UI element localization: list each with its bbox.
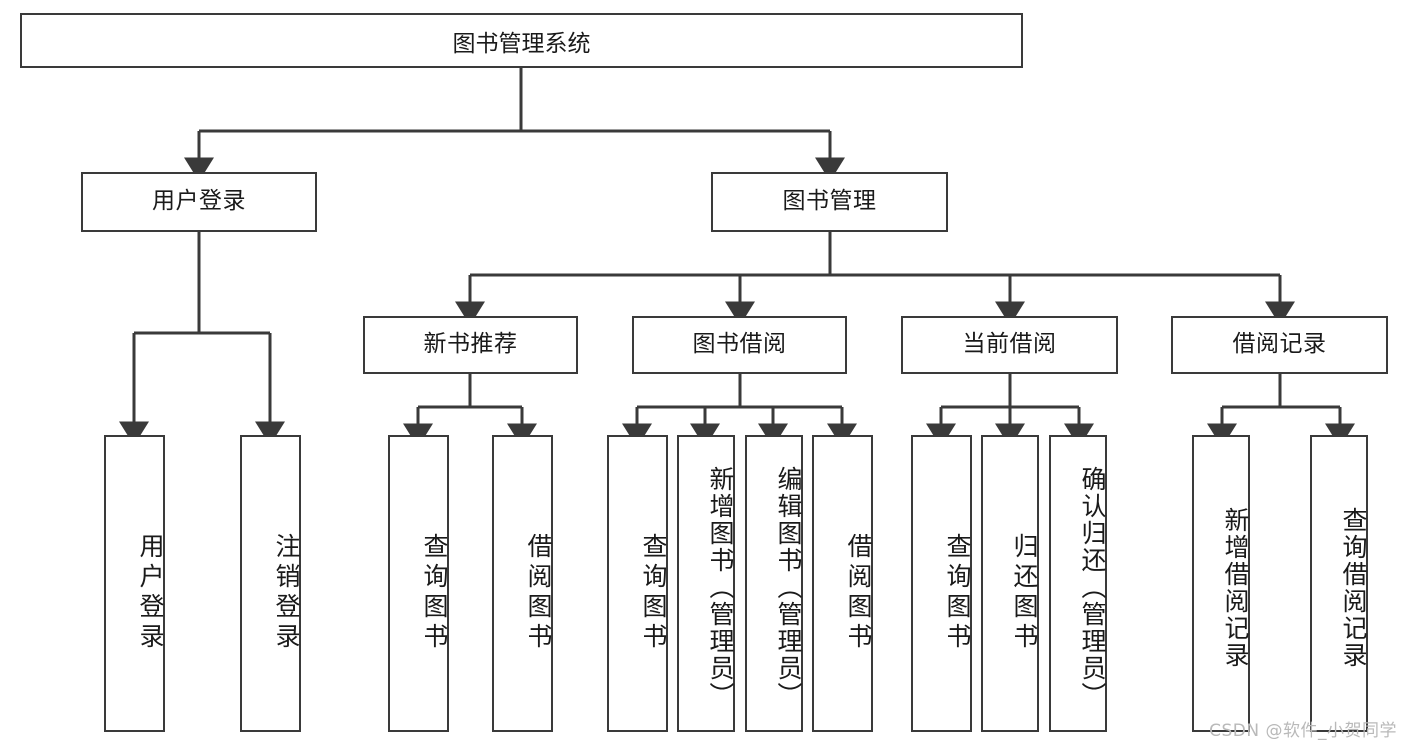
node-new-book-recommendation[interactable]: 新书推荐: [363, 316, 578, 374]
leaf-borrow-books-recommend[interactable]: 借阅图书: [492, 435, 553, 732]
node-user-login[interactable]: 用户登录: [81, 172, 317, 232]
leaf-query-books-current[interactable]: 查询图书: [911, 435, 972, 732]
node-current-borrowing[interactable]: 当前借阅: [901, 316, 1118, 374]
leaf-add-borrow-record[interactable]: 新增借阅记录: [1192, 435, 1250, 732]
leaf-borrow-books[interactable]: 借阅图书: [812, 435, 873, 732]
node-root-book-management-system[interactable]: 图书管理系统: [20, 13, 1023, 68]
leaf-add-book-admin[interactable]: 新增图书（管理员）: [677, 435, 735, 732]
leaf-query-books-recommend[interactable]: 查询图书: [388, 435, 449, 732]
leaf-return-books[interactable]: 归还图书: [981, 435, 1039, 732]
leaf-confirm-return-admin[interactable]: 确认归还（管理员）: [1049, 435, 1107, 732]
leaf-query-books-borrow[interactable]: 查询图书: [607, 435, 668, 732]
node-book-management[interactable]: 图书管理: [711, 172, 948, 232]
leaf-logout-login[interactable]: 注销登录: [240, 435, 301, 732]
leaf-query-borrow-record[interactable]: 查询借阅记录: [1310, 435, 1368, 732]
node-borrowing-record[interactable]: 借阅记录: [1171, 316, 1388, 374]
leaf-user-login[interactable]: 用户登录: [104, 435, 165, 732]
csdn-watermark: CSDN @软件_小贺同学: [1209, 721, 1397, 741]
leaf-edit-book-admin[interactable]: 编辑图书（管理员）: [745, 435, 803, 732]
node-book-borrowing[interactable]: 图书借阅: [632, 316, 847, 374]
